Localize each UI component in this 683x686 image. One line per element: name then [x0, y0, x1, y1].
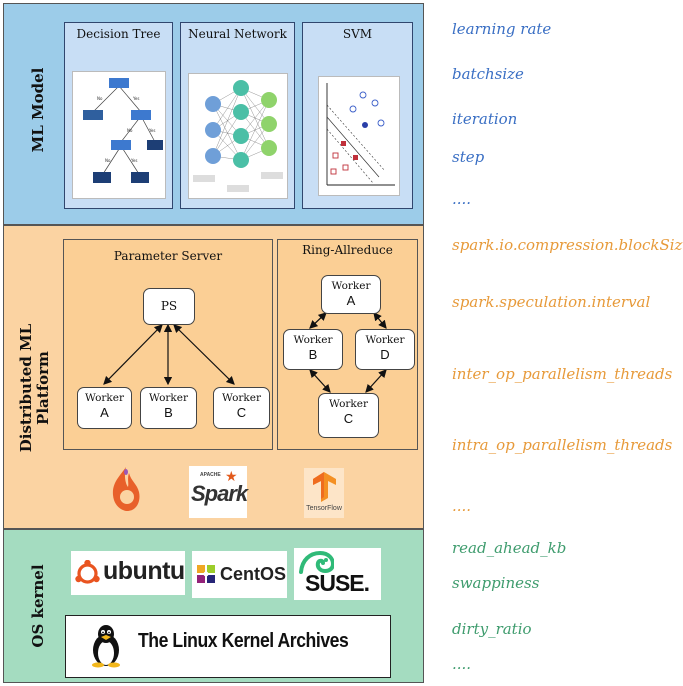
- svg-text:Yes: Yes: [130, 158, 137, 163]
- ml-model-label: ML Model: [28, 67, 47, 153]
- distributed-ml-label-line2: Platform: [34, 351, 52, 425]
- svg-text:No: No: [105, 158, 111, 163]
- ring-worker-d-line2: D: [380, 347, 390, 362]
- ps-worker-a-line2: A: [100, 405, 109, 420]
- param-os-ellipsis: ....: [452, 655, 472, 673]
- param-inter-op-parallelism-threads: inter_op_parallelism_threads: [452, 365, 673, 383]
- param-spark-speculation-interval: spark.speculation.interval: [452, 293, 651, 311]
- suse-chameleon-icon: [299, 550, 334, 574]
- ubuntu-logo-text: ubuntu: [103, 557, 185, 585]
- centos-logo-text: CentOS: [220, 564, 287, 584]
- svg-text:Yes: Yes: [148, 128, 155, 133]
- tux-penguin-icon: [92, 625, 120, 668]
- ring-worker-d: Worker D: [355, 329, 415, 370]
- ring-worker-b: Worker B: [283, 329, 343, 370]
- ps-node-label: PS: [160, 299, 178, 313]
- spark-logo-small: APACHE: [200, 472, 221, 478]
- ps-worker-a: Worker A: [77, 387, 132, 429]
- suse-logo: SUSE.: [294, 548, 381, 600]
- ring-worker-b-line1: Worker: [293, 334, 333, 346]
- param-distributed-ellipsis: ....: [452, 497, 472, 515]
- svm-title: SVM: [342, 27, 373, 41]
- ubuntu-icon: [75, 560, 100, 584]
- param-dirty-ratio: dirty_ratio: [452, 620, 532, 638]
- spark-logo: APACHE ★ Spark: [189, 466, 248, 518]
- neural-network-svg: [193, 80, 283, 192]
- ps-worker-b-line2: B: [164, 405, 173, 420]
- param-iteration: iteration: [452, 110, 518, 128]
- ring-worker-c: Worker C: [318, 393, 379, 438]
- ring-allreduce-panel: Ring-Allreduce Worker A Worker B Worker …: [277, 239, 418, 450]
- ring-worker-a-line1: Worker: [331, 280, 371, 292]
- svg-text:No: No: [127, 128, 133, 133]
- ring-worker-c-line1: Worker: [328, 398, 369, 410]
- parameter-server-title: Parameter Server: [113, 249, 223, 263]
- param-read-ahead-kb: read_ahead_kb: [452, 539, 567, 557]
- param-batchsize: batchsize: [452, 65, 524, 83]
- ps-worker-b: Worker B: [140, 387, 197, 429]
- param-intra-op-parallelism-threads: intra_op_parallelism_threads: [452, 436, 673, 454]
- svg-text:No: No: [97, 96, 103, 101]
- ring-worker-a: Worker A: [321, 275, 381, 314]
- tensorflow-icon: [313, 472, 336, 502]
- ring-worker-b-line2: B: [308, 347, 318, 362]
- ring-worker-d-line1: Worker: [365, 334, 405, 346]
- ring-worker-a-line2: A: [346, 293, 356, 308]
- svm-diagram: [318, 76, 400, 196]
- ubuntu-logo: ubuntu: [71, 551, 185, 595]
- centos-icon: [197, 565, 215, 583]
- linux-banner-text: The Linux Kernel Archives: [138, 630, 349, 652]
- neural-network-title: Neural Network: [188, 27, 287, 41]
- flame-icon: [112, 467, 140, 511]
- tensorflow-logo: TensorFlow: [304, 468, 344, 518]
- linux-kernel-archives-banner: The Linux Kernel Archives: [65, 615, 391, 678]
- ps-node: PS: [143, 288, 195, 325]
- param-swappiness: swappiness: [452, 574, 540, 592]
- param-ml-ellipsis: ....: [452, 190, 472, 208]
- ring-worker-c-line2: C: [343, 411, 354, 426]
- distributed-ml-label: Distributed ML Platform: [15, 313, 55, 463]
- ring-allreduce-title: Ring-Allreduce: [302, 243, 393, 257]
- svg-text:Yes: Yes: [132, 96, 139, 101]
- parameter-server-panel: Parameter Server PS Worker A Worker B Wo…: [63, 239, 273, 450]
- neural-network-panel: Neural Network: [180, 22, 295, 209]
- neural-network-diagram: [188, 73, 288, 199]
- suse-logo-text: SUSE.: [305, 570, 370, 596]
- ps-worker-b-line1: Worker: [148, 392, 189, 404]
- ps-worker-c-line2: C: [236, 405, 247, 420]
- ps-worker-a-line1: Worker: [84, 392, 125, 404]
- param-step: step: [452, 148, 485, 166]
- os-kernel-label: OS kernel: [28, 564, 47, 648]
- svm-svg: [326, 83, 395, 186]
- distributed-ml-label-line1: Distributed ML: [17, 323, 35, 453]
- ring-allreduce-arrows: [309, 312, 387, 393]
- param-spark-io-compression-blocksize: spark.io.compression.blockSize: [452, 236, 683, 254]
- flame-logo: [107, 463, 145, 515]
- ps-worker-c-line1: Worker: [221, 392, 262, 404]
- spark-logo-text: Spark: [191, 481, 248, 506]
- parameter-server-arrows: [103, 323, 235, 386]
- centos-logo: CentOS: [192, 551, 287, 598]
- decision-tree-title: Decision Tree: [76, 27, 161, 41]
- param-learning-rate: learning rate: [452, 20, 552, 38]
- spark-logo-star: ★: [225, 469, 238, 485]
- tensorflow-logo-text: TensorFlow: [306, 505, 342, 512]
- svm-panel: SVM: [302, 22, 413, 209]
- ps-worker-c: Worker C: [213, 387, 270, 429]
